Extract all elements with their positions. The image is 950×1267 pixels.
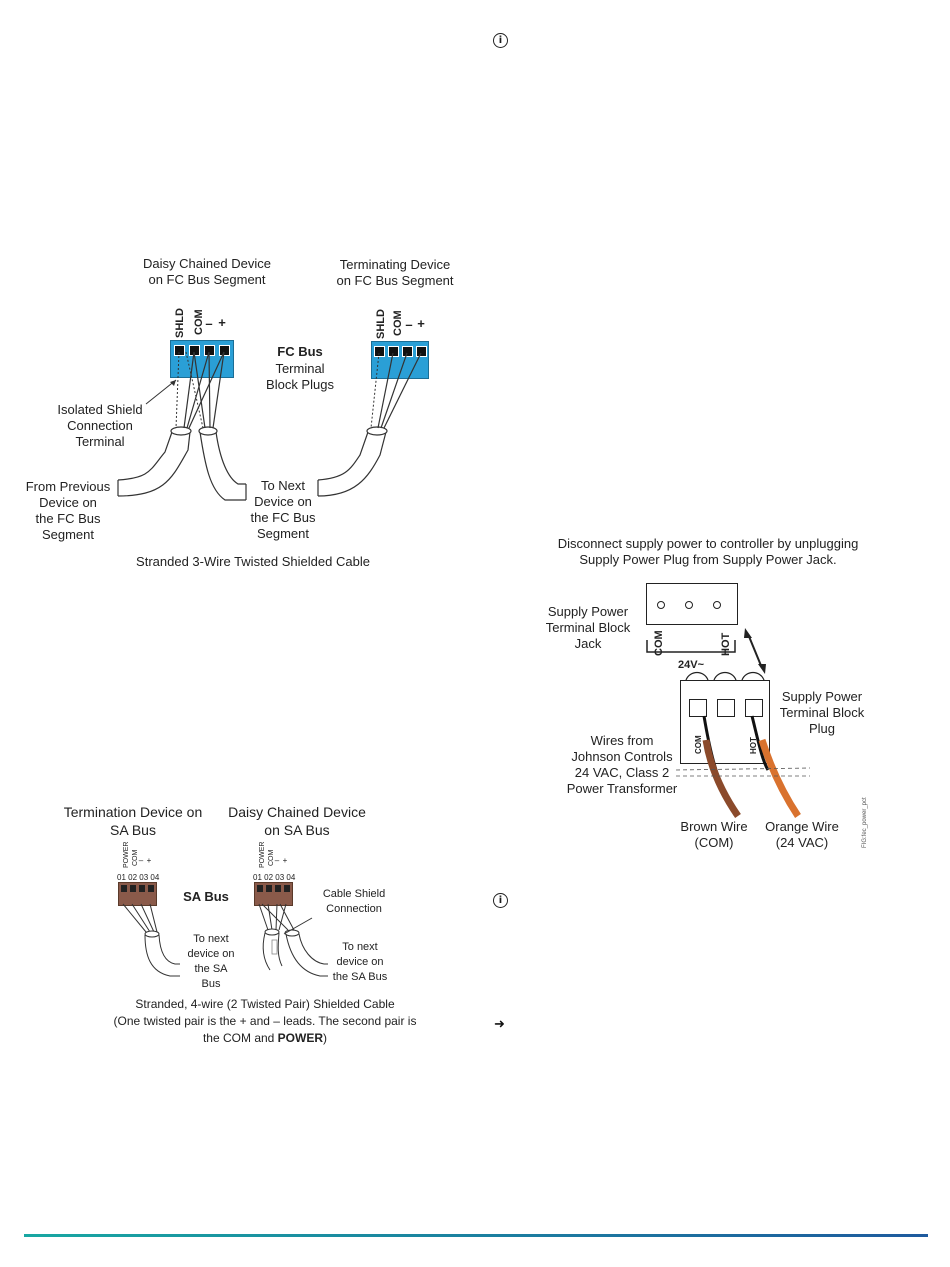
sa-caption-2: (One twisted pair is the + and – leads. …: [113, 1014, 417, 1028]
to-next-4: Segment: [256, 526, 310, 541]
chevron-right-icon: ➜: [494, 1016, 505, 1031]
shield-label-1: Isolated Shield: [57, 402, 143, 417]
sa-next-left-2: device on: [187, 948, 235, 960]
cable-shield-label-1: Cable Shield: [322, 888, 386, 900]
power-header-1: Disconnect supply power to controller by…: [557, 536, 859, 551]
term-title-2: on FC Bus Segment: [336, 273, 454, 288]
supply-power-jack: [646, 583, 738, 625]
cable-shield-label-2: Connection: [326, 903, 382, 915]
jack-label-2: Terminal Block: [545, 620, 631, 635]
to-next-1: To Next: [260, 478, 306, 493]
sa-pin-numbers: 01 02 03 04: [117, 873, 160, 882]
jack-label-1: Supply Power: [547, 604, 629, 619]
pin-label-minus: –: [405, 317, 413, 332]
sa-next-right-3: the SA Bus: [332, 971, 388, 983]
pin-label-plus: +: [417, 316, 425, 331]
pin-label-minus: –: [205, 316, 213, 331]
sa-next-left-1: To next: [193, 933, 229, 945]
brown-wire-label-2: (COM): [694, 835, 734, 850]
orange-wire-label-2: (24 VAC): [775, 835, 829, 850]
to-next-2: Device on: [254, 494, 312, 509]
sa-terminal-block-left: [118, 882, 157, 906]
from-prev-1: From Previous: [25, 479, 111, 494]
daisy-title-2: on FC Bus Segment: [148, 272, 266, 287]
wires-label-1: Wires from: [590, 733, 654, 748]
sa-caption-1: Stranded, 4-wire (2 Twisted Pair) Shield…: [135, 997, 395, 1011]
sa-pin-minus: –: [138, 856, 144, 865]
info-icon: i: [493, 893, 508, 908]
from-prev-2: Device on: [39, 495, 97, 510]
wires-label-4: Power Transformer: [566, 781, 678, 796]
plugs-label-2: Block Plugs: [266, 377, 334, 392]
fc-terminal-block-left: [170, 340, 234, 378]
wires-label-3: 24 VAC, Class 2: [574, 765, 670, 780]
brown-wire-label-1: Brown Wire: [680, 819, 748, 834]
sa-caption-3: the COM and POWER): [202, 1031, 328, 1045]
sa-daisy-title-2: on SA Bus: [264, 822, 330, 838]
wires-label-2: Johnson Controls: [571, 749, 673, 764]
plug-label-1: Supply Power: [781, 689, 863, 704]
to-next-3: the FC Bus: [250, 510, 316, 525]
from-prev-3: the FC Bus: [35, 511, 101, 526]
fc-caption: Stranded 3-Wire Twisted Shielded Cable: [136, 554, 370, 569]
shield-label-2: Connection: [67, 418, 133, 433]
sa-bus-label: SA Bus: [183, 889, 229, 904]
sa-next-left-4: Bus: [201, 978, 221, 990]
fc-bus-label: FC Bus: [277, 344, 323, 359]
plug-label-3: Plug: [808, 721, 836, 736]
orange-wire-label-1: Orange Wire: [765, 819, 839, 834]
sa-terminal-block-right: [254, 882, 293, 906]
daisy-title-1: Daisy Chained Device: [143, 256, 271, 271]
sa-term-title-2: SA Bus: [110, 822, 156, 838]
plugs-label-1: Terminal: [275, 361, 325, 376]
sa-pin-plus: +: [146, 856, 152, 865]
sa-next-left-3: the SA: [194, 963, 228, 975]
sa-term-title-1: Termination Device on: [63, 804, 203, 820]
from-prev-4: Segment: [41, 527, 95, 542]
plug-label-2: Terminal Block: [779, 705, 865, 720]
shield-label-3: Terminal: [75, 434, 125, 449]
sa-pin-numbers: 01 02 03 04: [253, 873, 296, 882]
voltage-label: 24V~: [678, 659, 704, 671]
power-header-2: Supply Power Plug from Supply Power Jack…: [579, 552, 837, 567]
sa-pin-minus: –: [274, 856, 280, 865]
sa-next-right-2: device on: [336, 956, 384, 968]
term-title-1: Terminating Device: [339, 257, 451, 272]
pin-label-plus: +: [218, 315, 226, 330]
info-icon: i: [493, 33, 508, 48]
sa-pin-plus: +: [282, 856, 288, 865]
jack-label-3: Jack: [574, 636, 602, 651]
footer-divider: [24, 1234, 928, 1237]
sa-next-right-1: To next: [342, 941, 378, 953]
sa-daisy-title-1: Daisy Chained Device: [228, 804, 366, 820]
